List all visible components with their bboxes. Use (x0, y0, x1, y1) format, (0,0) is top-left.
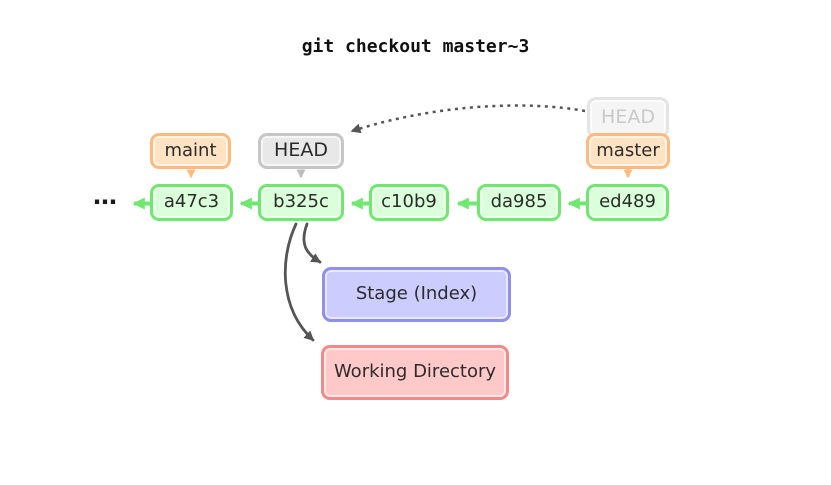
branch-master-text: master (596, 139, 660, 161)
commit-node-3: c10b9 (369, 184, 449, 221)
commit-id: a47c3 (163, 191, 220, 212)
commit-node-2: b325c (258, 184, 344, 221)
working-directory-text: Working Directory (333, 361, 497, 382)
head-text: HEAD (274, 139, 328, 161)
checkout-to-stage-arrow (302, 222, 322, 264)
branch-label-master: master (586, 133, 670, 169)
branch-maint-text: maint (164, 139, 217, 161)
commit-id: c10b9 (381, 191, 437, 212)
commit-id: da985 (490, 191, 548, 212)
history-ellipsis: ⋯ (93, 188, 117, 216)
diagram-title: git checkout master~3 (301, 36, 530, 57)
commit-id: b325c (273, 191, 329, 212)
head-move-arrow (350, 104, 586, 134)
checkout-to-working-arrow (283, 222, 315, 342)
stage-index-box: Stage (Index) (322, 267, 511, 322)
commit-node-4: da985 (477, 184, 561, 221)
working-directory-box: Working Directory (321, 345, 509, 400)
commit-node-5: ed489 (586, 184, 669, 221)
previous-head-text: HEAD (601, 105, 655, 128)
stage-index-text: Stage (Index) (355, 283, 478, 304)
head-label: HEAD (258, 133, 344, 169)
commit-id: ed489 (599, 191, 656, 212)
branch-label-maint: maint (150, 133, 231, 169)
previous-head-label: HEAD (587, 97, 669, 138)
commit-node-1: a47c3 (150, 184, 233, 221)
